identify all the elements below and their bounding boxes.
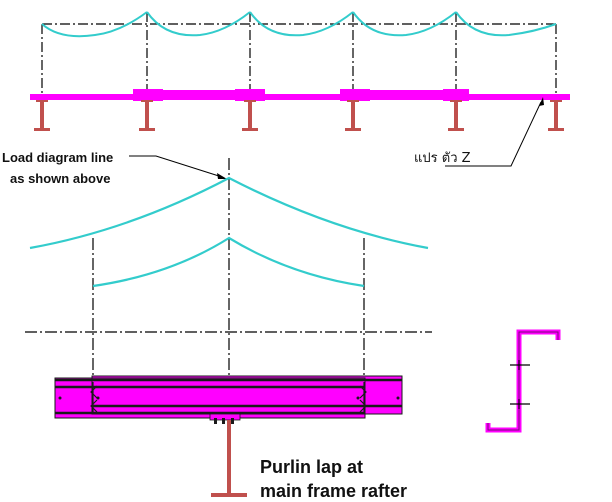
load-diagram-detail: Load diagram line as shown above <box>2 150 432 420</box>
purlin-upper <box>92 376 402 414</box>
purlin-type-label: แปร ตัว Z <box>414 151 471 166</box>
top-elevation: แปร ตัว Z <box>30 11 570 167</box>
continuous-purlin-beam <box>30 94 570 100</box>
main-rafter-web <box>227 420 231 494</box>
z-section-bolts <box>510 360 530 409</box>
lap-end-markers <box>90 382 367 414</box>
rafter-supports <box>34 100 564 131</box>
purlin-label-arrowhead <box>539 97 544 106</box>
span-gridlines <box>41 12 557 94</box>
lap-bolts <box>58 396 400 400</box>
load-label-arrowhead <box>217 173 227 179</box>
z-purlin-section-icon <box>485 329 561 433</box>
outer-load-curve <box>29 176 429 250</box>
inner-load-curve <box>92 236 365 288</box>
purlin-label-leader <box>497 101 542 167</box>
load-label-leader <box>129 155 223 178</box>
cleat-bolts <box>214 418 234 424</box>
load-diagram-label-line2: as shown above <box>10 171 110 186</box>
lapped-purlin-side-view: Purlin lap at main frame rafter <box>54 375 407 501</box>
top-load-curves <box>41 11 557 38</box>
purlin-flanges <box>55 378 402 415</box>
main-rafter-flange <box>211 493 247 497</box>
load-diagram-label-line1: Load diagram line <box>2 150 113 165</box>
lap-plates <box>133 89 469 101</box>
purlin-lap-label-line1: Purlin lap at <box>260 457 363 477</box>
purlin-lap-label-line2: main frame rafter <box>260 481 407 501</box>
